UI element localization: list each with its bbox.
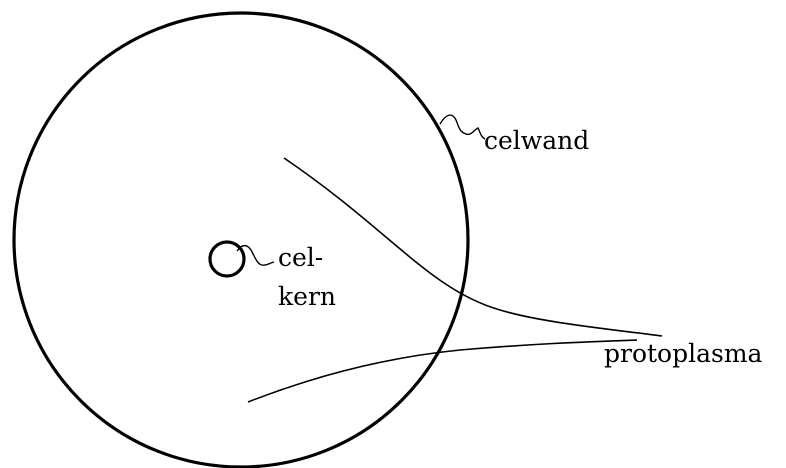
celwand-label: celwand <box>484 126 590 155</box>
celkern-label-line1: cel- <box>278 243 324 272</box>
protoplasma-pointer-upper <box>283 157 663 337</box>
celwand-pointer <box>439 114 486 140</box>
protoplasma-label: protoplasma <box>604 339 763 368</box>
celkern-pointer <box>236 244 275 266</box>
nucleus-circle <box>208 240 246 278</box>
protoplasma-pointer-lower <box>247 339 638 403</box>
cell-wall-circle <box>12 11 470 468</box>
celkern-label-line2: kern <box>278 282 336 311</box>
